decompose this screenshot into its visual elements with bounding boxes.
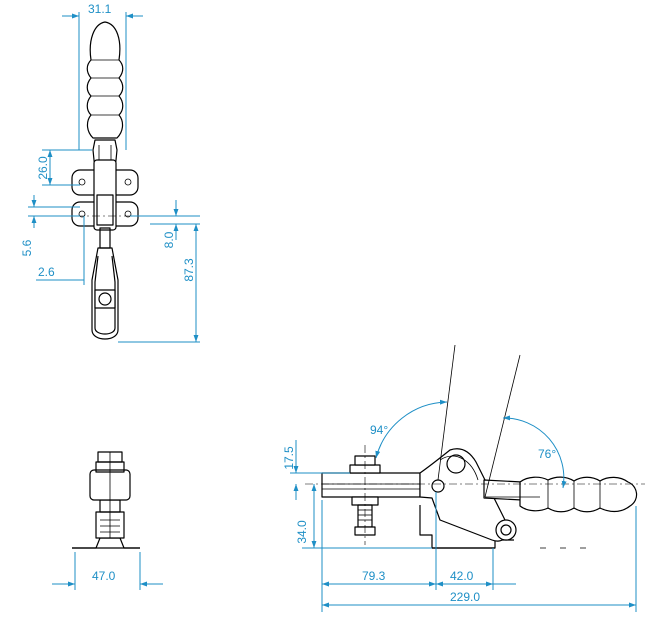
dim-angle-94: 94° <box>370 423 388 437</box>
dim-bottom-width: 47.0 <box>92 569 116 583</box>
dim-side-79-3: 79.3 <box>362 569 386 583</box>
dim-side-42-0: 42.0 <box>450 569 474 583</box>
dim-top-handle-width: 31.1 <box>88 2 112 16</box>
dim-top-26: 26.0 <box>36 156 50 180</box>
dim-angle-76: 76° <box>538 447 556 461</box>
side-view <box>305 344 645 549</box>
side-view-dimensions: 94° 76° 17.5 34.0 79.3 42.0 229.0 <box>282 399 637 612</box>
top-view-dimensions: 31.1 26.0 5.6 2.6 8.0 87.3 <box>20 2 200 343</box>
dim-top-87-3: 87.3 <box>182 258 196 282</box>
top-view <box>60 21 150 340</box>
front-view <box>72 451 140 549</box>
clamp-bar <box>321 472 421 498</box>
dim-side-17-5: 17.5 <box>282 446 296 470</box>
front-view-dimensions: 47.0 <box>52 552 163 590</box>
dim-top-5-6: 5.6 <box>20 239 34 256</box>
dim-top-8-0: 8.0 <box>162 231 176 248</box>
dim-side-229-0: 229.0 <box>450 590 480 604</box>
dim-side-34-0: 34.0 <box>295 520 309 544</box>
top-handle-grip <box>86 21 124 139</box>
side-handle-grip <box>519 476 638 513</box>
dim-top-2-6: 2.6 <box>38 265 55 279</box>
